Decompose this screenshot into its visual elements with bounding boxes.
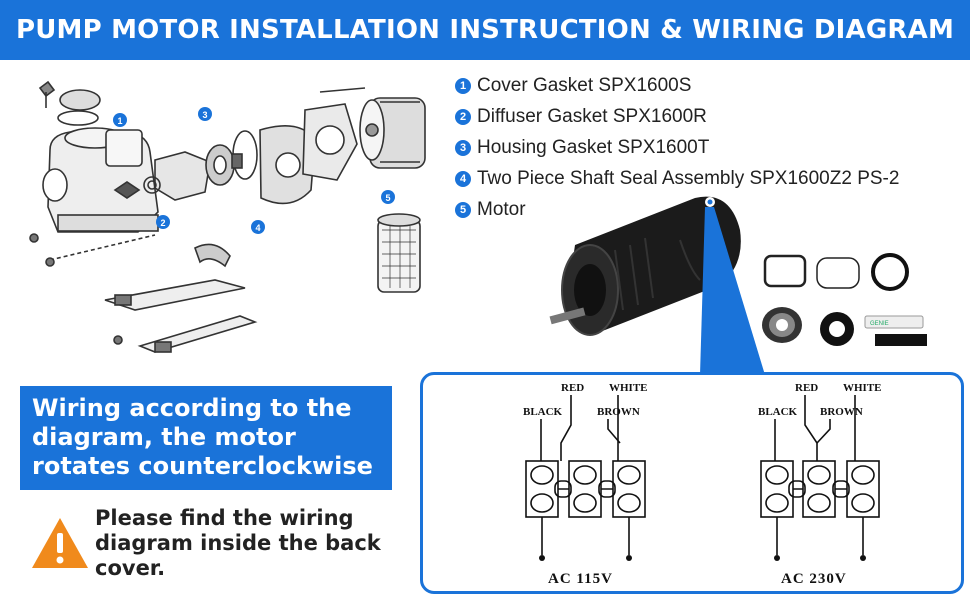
warning-icon bbox=[32, 518, 88, 568]
svg-text:3: 3 bbox=[202, 110, 207, 120]
wiring-diagram-115v: RED WHITE BLACK BROWN bbox=[523, 382, 648, 587]
part-number-badge: 1 bbox=[455, 77, 471, 94]
diagram-callout-2: 2 bbox=[156, 215, 170, 229]
wire-label-white: WHITE bbox=[609, 382, 648, 394]
wire-label-white: WHITE bbox=[843, 382, 882, 394]
voltage-label-230v: AC 230V bbox=[781, 571, 847, 587]
diagram-callout-1: 1 bbox=[113, 113, 127, 127]
wiring-diagrams: RED WHITE BLACK BROWN bbox=[523, 382, 882, 587]
diagram-callout-3: 3 bbox=[198, 107, 212, 121]
part-number-badge: 5 bbox=[455, 201, 471, 218]
svg-text:2: 2 bbox=[160, 218, 165, 228]
list-item: 3 Housing Gasket SPX1600T bbox=[455, 132, 899, 163]
svg-text:4: 4 bbox=[255, 223, 260, 233]
part-label: Motor bbox=[477, 198, 526, 220]
motor-photo bbox=[549, 196, 741, 336]
wiring-callout: Wiring according to the diagram, the mot… bbox=[20, 386, 392, 490]
part-label: Two Piece Shaft Seal Assembly SPX1600Z2 … bbox=[477, 167, 900, 189]
gasket-kit-photo: GENIE bbox=[762, 253, 927, 346]
part-number-badge: 2 bbox=[455, 108, 471, 125]
header-banner: PUMP MOTOR INSTALLATION INSTRUCTION & WI… bbox=[0, 0, 970, 60]
part-number-badge: 3 bbox=[455, 139, 471, 156]
page-title: PUMP MOTOR INSTALLATION INSTRUCTION & WI… bbox=[15, 15, 955, 45]
wire-label-red: RED bbox=[561, 382, 584, 394]
svg-text:1: 1 bbox=[117, 116, 122, 126]
part-label: Cover Gasket SPX1600S bbox=[477, 74, 692, 96]
list-item: 4 Two Piece Shaft Seal Assembly SPX1600Z2… bbox=[455, 163, 899, 194]
diagram-callout-4: 4 bbox=[251, 220, 265, 234]
diagram-callout-5: 5 bbox=[381, 190, 395, 204]
voltage-label-115v: AC 115V bbox=[548, 571, 613, 587]
parts-list: 1 Cover Gasket SPX1600S 2 Diffuser Gasket … bbox=[455, 70, 899, 225]
wire-label-brown: BROWN bbox=[820, 406, 863, 418]
wire-label-black: BLACK bbox=[523, 406, 563, 418]
wire-label-black: BLACK bbox=[758, 406, 798, 418]
list-item: 1 Cover Gasket SPX1600S bbox=[455, 70, 899, 101]
wire-label-red: RED bbox=[795, 382, 818, 394]
part-label: Housing Gasket SPX1600T bbox=[477, 136, 710, 158]
part-label: Diffuser Gasket SPX1600R bbox=[477, 105, 707, 127]
exploded-pump-diagram: 1 2 3 4 5 bbox=[29, 80, 426, 353]
svg-text:5: 5 bbox=[385, 193, 390, 203]
wiring-diagram-230v: RED WHITE BLACK BROWN bbox=[758, 382, 882, 587]
wiring-note: Please find the wiring diagram inside th… bbox=[95, 506, 381, 580]
part-number-badge: 4 bbox=[455, 170, 471, 187]
tube-label: GENIE bbox=[870, 321, 889, 327]
list-item: 5 Motor bbox=[455, 194, 899, 225]
wiring-diagram-panel: RED WHITE BLACK BROWN bbox=[420, 372, 964, 594]
list-item: 2 Diffuser Gasket SPX1600R bbox=[455, 101, 899, 132]
